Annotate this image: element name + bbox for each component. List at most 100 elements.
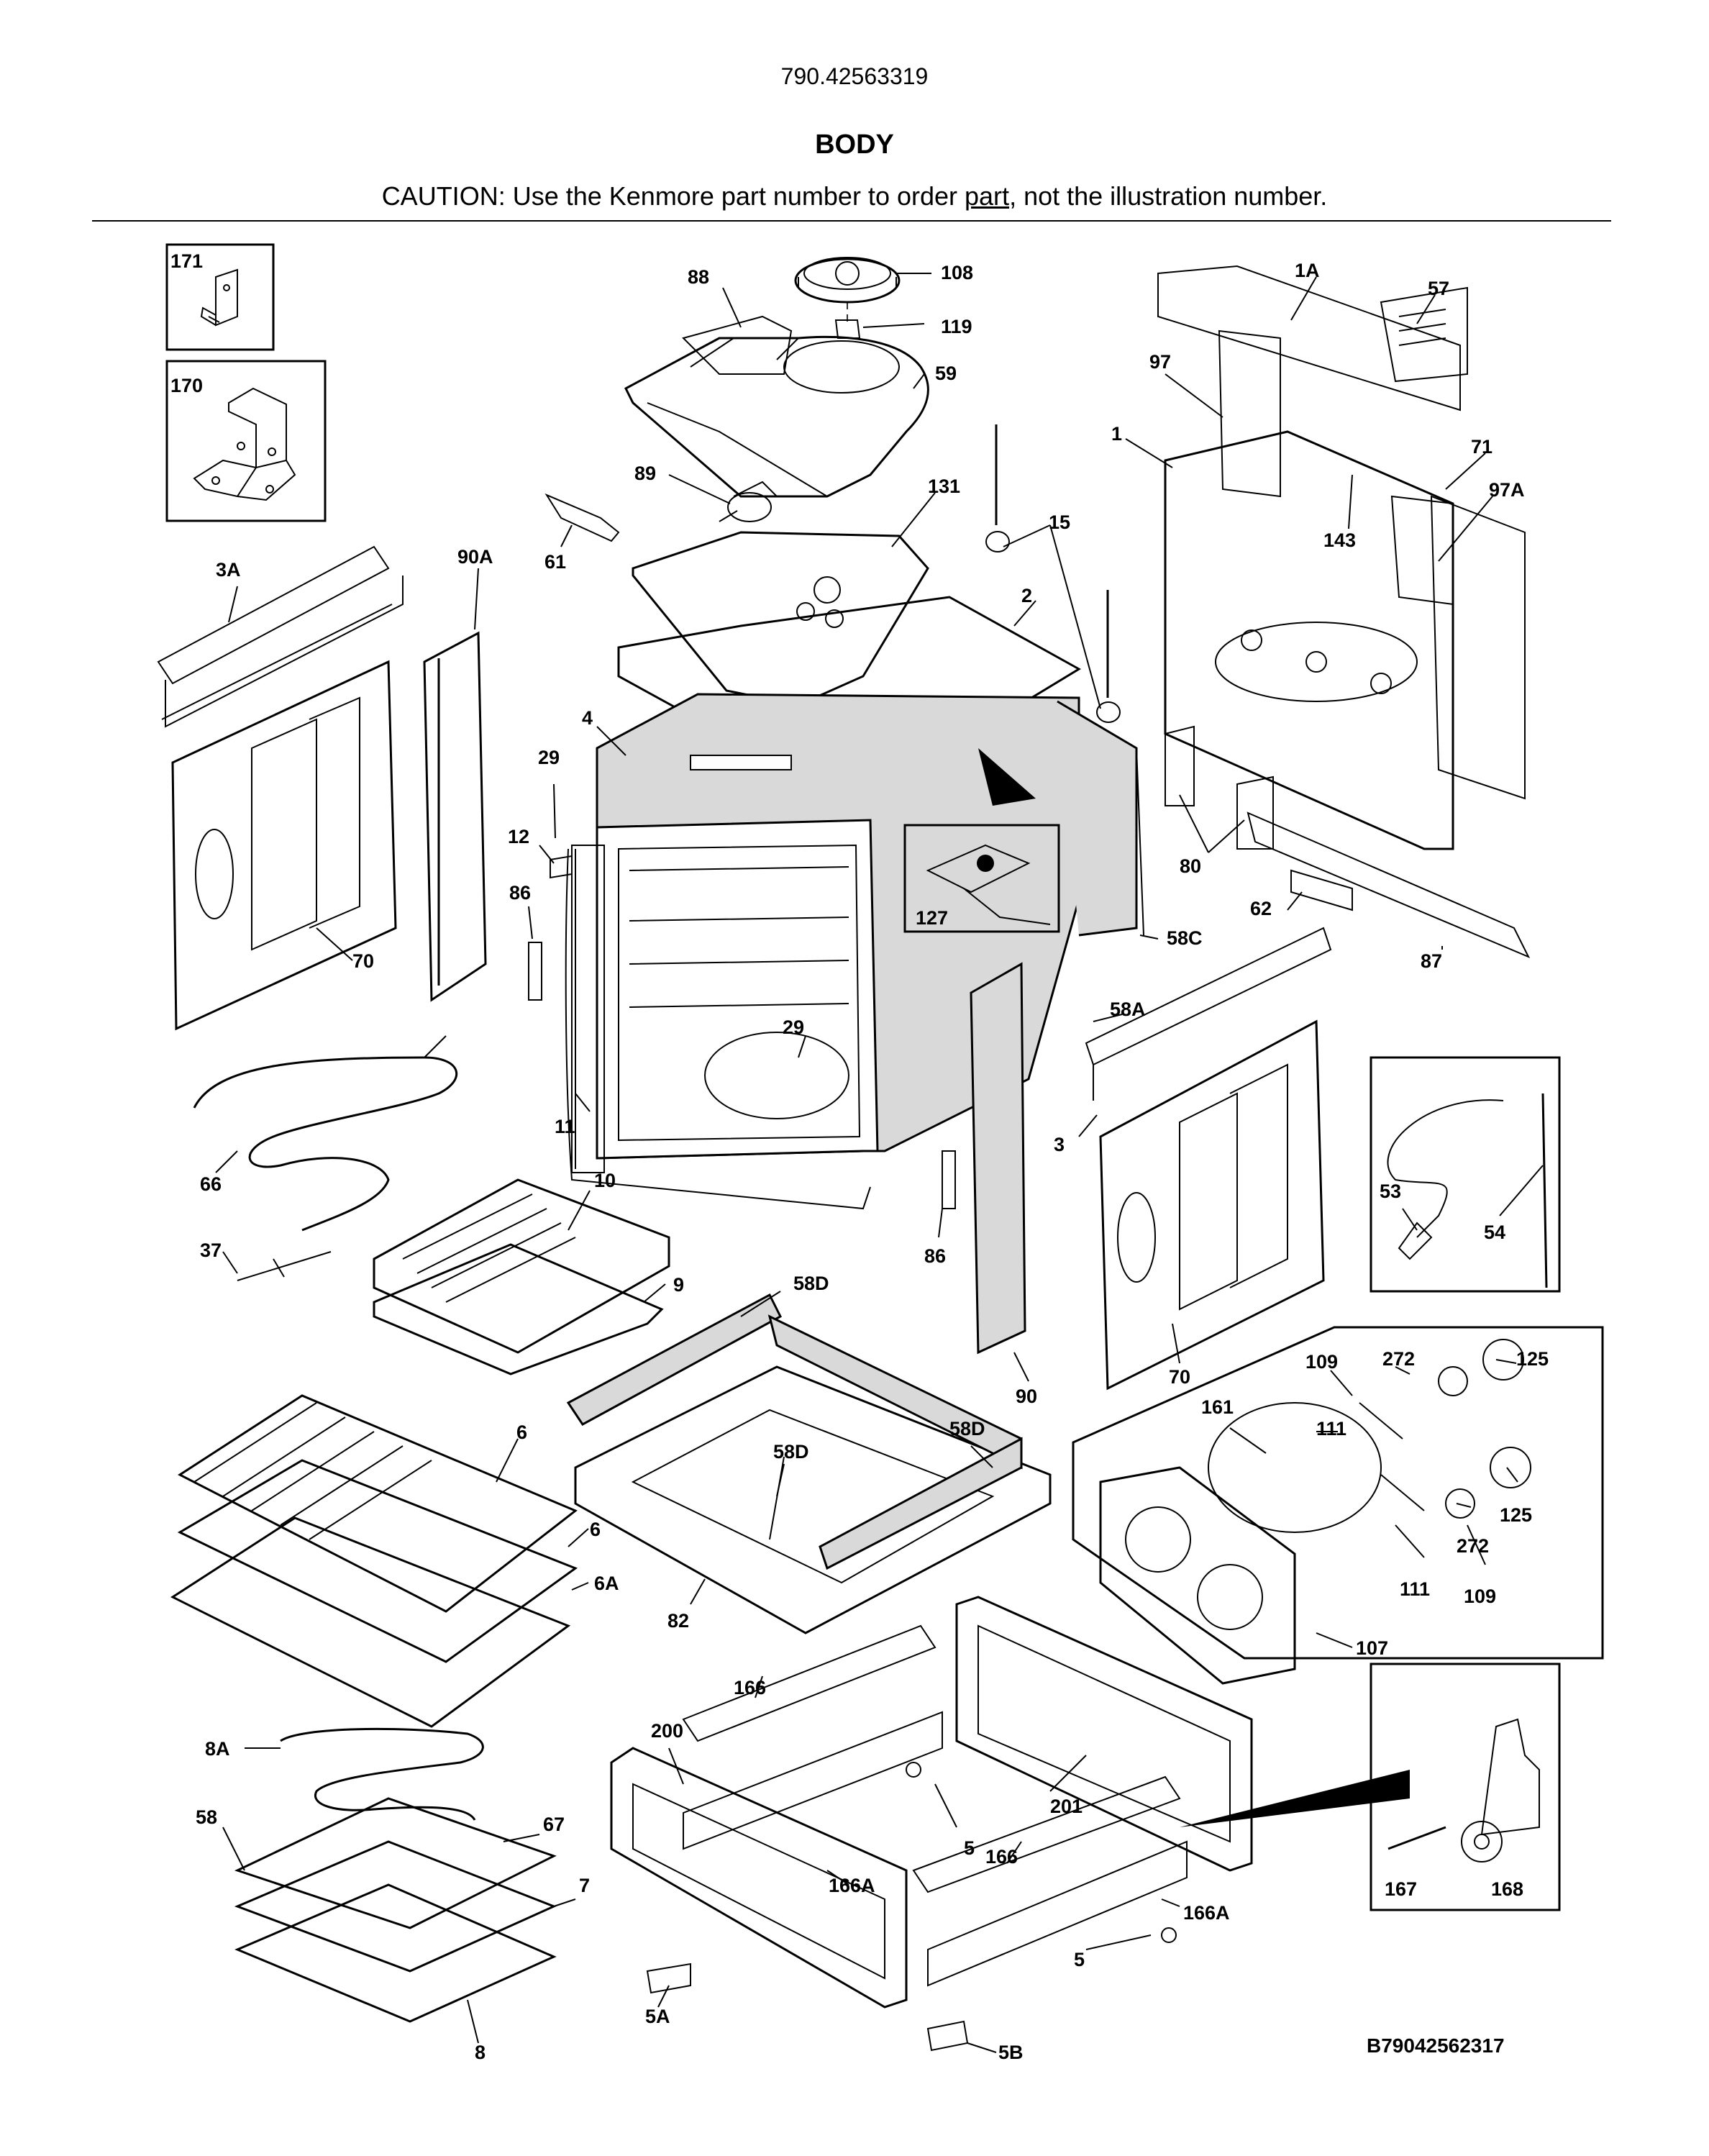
- part-label-5A: 5A: [645, 2006, 670, 2027]
- part-label-200: 200: [651, 1720, 683, 1742]
- part-label-108: 108: [941, 262, 973, 283]
- sensor-37: [237, 1251, 332, 1281]
- blower-motor-108: [794, 257, 901, 304]
- insulation-58D: [566, 1293, 1023, 1570]
- part-label-82: 82: [667, 1610, 689, 1632]
- part-label-166A-right: 166A: [1183, 1902, 1230, 1924]
- hinge-86-left: [528, 942, 542, 1001]
- oven-rack-6: [178, 1394, 578, 1613]
- part-label-1A: 1A: [1295, 260, 1320, 281]
- part-label-58D-right: 58D: [949, 1418, 985, 1439]
- hinge-86-right: [942, 1150, 956, 1209]
- part-label-171: 171: [170, 250, 203, 272]
- part-label-29-cavity: 29: [783, 1016, 804, 1038]
- part-label-9: 9: [673, 1274, 684, 1296]
- part-label-107: 107: [1356, 1637, 1388, 1659]
- bracket-80: [1165, 725, 1274, 850]
- part-label-143: 143: [1323, 529, 1356, 551]
- part-label-272-top: 272: [1382, 1348, 1415, 1370]
- bracket-97: [1218, 329, 1281, 498]
- part-label-119: 119: [941, 316, 972, 337]
- bracket-61: [544, 493, 620, 542]
- part-label-12: 12: [508, 826, 529, 847]
- broiler-grid-10: [373, 1178, 670, 1354]
- broil-element-66: [193, 1035, 458, 1232]
- part-label-170: 170: [170, 375, 203, 396]
- bracket-97A: [1390, 495, 1454, 606]
- shield-71: [1430, 495, 1526, 800]
- terminal-block-62: [1290, 869, 1353, 911]
- model-number: 790.42563319: [780, 63, 929, 89]
- duct-88: [682, 315, 793, 375]
- part-label-70-left: 70: [352, 950, 374, 972]
- part-label-111-bottom: 111: [1400, 1578, 1430, 1600]
- leveling-leg-5: [906, 1762, 1177, 1943]
- bracket-12: [550, 855, 573, 879]
- part-label-58C: 58C: [1167, 927, 1203, 949]
- part-label-161: 161: [1201, 1396, 1234, 1418]
- header-divider: [92, 220, 1611, 222]
- oven-cavity: [596, 693, 1138, 1160]
- roller-inset: [1180, 1663, 1561, 1911]
- part-label-201: 201: [1050, 1796, 1083, 1817]
- part-label-166A-left: 166A: [829, 1875, 875, 1896]
- part-label-58A: 58A: [1110, 999, 1146, 1020]
- part-label-168: 168: [1491, 1878, 1523, 1900]
- bracket-170-inset: [165, 360, 327, 522]
- part-label-70-right: 70: [1169, 1366, 1190, 1388]
- part-label-272-bottom: 272: [1457, 1535, 1489, 1557]
- part-label-4: 4: [582, 707, 593, 729]
- caution-text: CAUTION: Use the Kenmore part number to …: [381, 181, 965, 211]
- floor-7: [234, 1840, 557, 1973]
- bracket-171-inset: [165, 243, 275, 351]
- rail-166-lower: [912, 1775, 1181, 1893]
- part-label-166-lower: 166: [985, 1846, 1018, 1868]
- part-label-10: 10: [594, 1170, 616, 1191]
- leveler-5B: [926, 2020, 969, 2052]
- caution-part-word: part: [965, 181, 1010, 211]
- part-label-97: 97: [1149, 351, 1171, 373]
- part-label-7: 7: [579, 1875, 590, 1896]
- panel-3A: [157, 545, 404, 728]
- rail-166A: [683, 1711, 1188, 1987]
- baffle-131: [632, 531, 929, 706]
- part-label-90: 90: [1016, 1386, 1037, 1407]
- part-label-89: 89: [634, 463, 656, 484]
- panel-58C: [1136, 747, 1144, 936]
- part-labels: 171 170 88 108 119 59 89 131 61 3A 90A 1…: [170, 250, 1549, 2063]
- part-label-5-lower: 5: [1074, 1949, 1085, 1970]
- convection-fan-inset: [1072, 1326, 1604, 1685]
- rail-87: [1247, 811, 1531, 958]
- door-seal-11: [565, 845, 871, 1210]
- part-label-109-bottom: 109: [1464, 1586, 1496, 1607]
- part-label-58: 58: [196, 1806, 217, 1828]
- part-label-29-top: 29: [538, 747, 560, 768]
- broiler-pan-9: [373, 1243, 664, 1375]
- part-label-90A: 90A: [457, 546, 493, 568]
- part-label-53: 53: [1380, 1181, 1401, 1202]
- part-label-62: 62: [1250, 898, 1272, 919]
- part-label-11: 11: [555, 1116, 575, 1137]
- rail-166-upper: [682, 1624, 936, 1742]
- part-label-3: 3: [1054, 1134, 1065, 1155]
- back-panel-1: [1164, 430, 1454, 850]
- panel-3: [1085, 927, 1332, 1101]
- front-frame-200: [610, 1747, 908, 2009]
- inset-127: [903, 748, 1060, 933]
- part-label-111-top: 111: [1316, 1418, 1346, 1439]
- part-label-67: 67: [543, 1814, 565, 1835]
- part-label-54: 54: [1484, 1222, 1505, 1243]
- side-panel-70-right: [1099, 1019, 1325, 1391]
- part-label-87: 87: [1421, 950, 1442, 972]
- leveler-5A: [646, 1962, 691, 1994]
- part-label-6-middle: 6: [590, 1519, 601, 1540]
- part-label-6A: 6A: [594, 1573, 619, 1594]
- part-label-1: 1: [1111, 423, 1122, 445]
- part-label-59: 59: [935, 363, 957, 384]
- part-label-8: 8: [475, 2042, 486, 2063]
- part-label-131: 131: [928, 476, 960, 497]
- section-title: BODY: [815, 129, 894, 160]
- bake-element-8A: [280, 1727, 484, 1821]
- part-label-2: 2: [1021, 585, 1032, 606]
